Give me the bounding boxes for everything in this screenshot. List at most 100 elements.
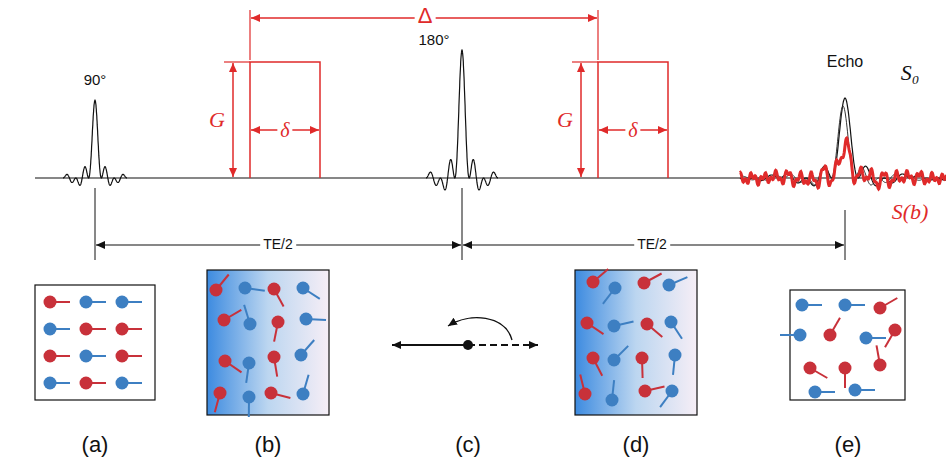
echo-s0 xyxy=(740,98,946,186)
spin-head xyxy=(116,323,129,336)
time-label: TE/2 xyxy=(634,237,670,252)
spin-head xyxy=(824,329,837,342)
spin-head xyxy=(265,387,278,400)
spin-head xyxy=(297,388,310,401)
signal-label: S₀ xyxy=(901,61,920,85)
echo-s0 xyxy=(743,106,943,185)
duration-label: δ xyxy=(625,119,640,141)
tick xyxy=(95,188,96,260)
pulse-label: 180° xyxy=(418,32,449,49)
spin-head xyxy=(244,318,257,331)
spin-head xyxy=(638,277,651,290)
signal-label: S(b) xyxy=(892,200,929,224)
spin-head xyxy=(804,362,817,375)
panel-label: (a) xyxy=(82,433,109,457)
panel-label: (d) xyxy=(623,433,650,457)
spin-head xyxy=(665,316,678,329)
spin-head xyxy=(268,283,281,296)
panel-label: (b) xyxy=(255,433,282,457)
echo-label: Echo xyxy=(827,53,863,71)
spin-head xyxy=(44,296,57,309)
tick xyxy=(462,188,463,260)
spin-head xyxy=(636,352,649,365)
gradient-label: G xyxy=(557,108,573,132)
spin-head xyxy=(295,349,308,362)
spin-head xyxy=(663,279,676,292)
tick xyxy=(597,10,598,60)
interval-label: Δ xyxy=(415,4,436,28)
spin-head xyxy=(609,282,622,295)
spin-panel xyxy=(207,270,329,415)
spin-head xyxy=(606,394,619,407)
spin-panel xyxy=(790,290,905,400)
spin-head xyxy=(669,349,682,362)
rf-pulse-90 xyxy=(63,100,127,185)
spin-head xyxy=(849,384,862,397)
panel-label: (e) xyxy=(835,433,862,457)
phase-axis xyxy=(468,344,538,346)
spin-head xyxy=(608,320,621,333)
spin-head xyxy=(839,299,852,312)
rf-waves xyxy=(63,50,946,190)
flip-arrow xyxy=(448,318,512,340)
spin-head xyxy=(641,318,654,331)
spin-head xyxy=(794,329,807,342)
spin-head xyxy=(80,296,93,309)
spin-head xyxy=(268,351,281,364)
tick xyxy=(224,61,250,62)
spin-head xyxy=(889,324,902,337)
duration-label: δ xyxy=(277,119,292,141)
phase-axis xyxy=(392,344,468,346)
amplitude-arrow xyxy=(232,63,234,177)
spin-head xyxy=(219,355,232,368)
spin-head xyxy=(587,276,600,289)
spin-head xyxy=(587,352,600,365)
spin-head xyxy=(809,386,822,399)
spin-head xyxy=(116,377,129,390)
spin-head xyxy=(214,387,227,400)
spin-head xyxy=(80,377,93,390)
spins xyxy=(44,269,902,417)
gradient-lobe xyxy=(250,62,320,178)
spin-head xyxy=(218,314,231,327)
gradient-lobe xyxy=(598,62,668,178)
spin-head xyxy=(581,317,594,330)
spin-panel xyxy=(575,270,697,415)
rf-pulse-180 xyxy=(426,50,498,190)
spin-head xyxy=(796,299,809,312)
tick xyxy=(845,210,846,260)
spin-head xyxy=(579,388,592,401)
spin-head xyxy=(116,350,129,363)
spin-head xyxy=(666,385,679,398)
spin-head xyxy=(243,391,256,404)
spin-head xyxy=(44,323,57,336)
spin-head xyxy=(116,296,129,309)
spin-head xyxy=(874,359,887,372)
tick xyxy=(572,61,598,62)
panel-label: (c) xyxy=(455,433,481,457)
spin-head xyxy=(44,350,57,363)
spin-head xyxy=(272,316,285,329)
pivot-dot xyxy=(463,340,473,350)
spin-head xyxy=(243,357,256,370)
amplitude-arrow xyxy=(580,63,582,177)
spin-head xyxy=(210,284,223,297)
echo-sb xyxy=(740,138,946,189)
spin-head xyxy=(300,313,313,326)
spin-head xyxy=(80,350,93,363)
gradient-label: G xyxy=(209,108,225,132)
spin-head xyxy=(239,282,252,295)
spin-head xyxy=(860,332,873,345)
spin-head xyxy=(639,385,652,398)
spin-head xyxy=(839,362,852,375)
spin-head xyxy=(80,323,93,336)
tick xyxy=(249,10,250,60)
spin-head xyxy=(608,354,621,367)
spin-panel xyxy=(35,285,155,400)
time-label: TE/2 xyxy=(260,237,296,252)
spin-head xyxy=(44,377,57,390)
spin-head xyxy=(874,302,887,315)
pulse-label: 90° xyxy=(84,72,107,89)
